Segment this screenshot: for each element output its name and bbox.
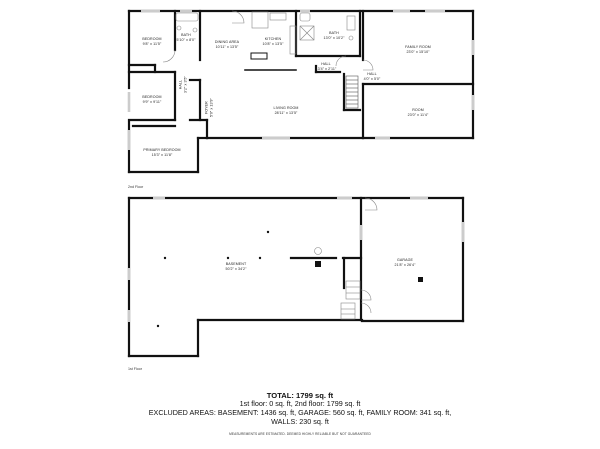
room-label-bedroom-1: Bedroom 9'8" x 11'5" xyxy=(142,37,161,46)
room-dims: 9'9" x 9'11" xyxy=(142,99,162,104)
room-dims: 28'11" x 13'5" xyxy=(274,110,298,115)
room-dims: 23'0" x 11'4" xyxy=(407,112,429,117)
room-label-hall-1: Hall 13'4" x 2'11" xyxy=(316,62,337,71)
room-name: Room xyxy=(412,108,424,112)
room-label-kitchen: Kitchen 10'8" x 13'5" xyxy=(262,37,283,46)
room-name: Hall xyxy=(321,62,331,66)
room-label-foyer: Foyer 5'0" x 13'9" xyxy=(204,98,213,117)
room-dims: 13'0" x 10'2" xyxy=(323,35,345,40)
area-summary: TOTAL: 1799 sq. ft 1st floor: 0 sq. ft, … xyxy=(0,391,600,436)
room-dims: 50'2" x 34'2" xyxy=(225,266,247,271)
disclaimer: MEASUREMENTS ARE ESTIMATED. DEEMED HIGHL… xyxy=(229,432,371,437)
room-dims: 21'8" x 26'4" xyxy=(394,262,416,267)
excluded-areas: EXCLUDED AREAS: BASEMENT: 1436 sq. ft, G… xyxy=(148,407,452,417)
room-label-garage: Garage 21'8" x 26'4" xyxy=(394,258,415,267)
room-name: Bedroom xyxy=(142,37,162,41)
room-name: Garage xyxy=(397,258,413,262)
room-label-hall-3: Hall 3'2" x 3'5" xyxy=(178,76,187,93)
room-dims: 10'11" x 13'5" xyxy=(215,44,239,49)
room-name: Primary Bedroom xyxy=(143,148,181,152)
first-floor-columns xyxy=(156,230,423,328)
room-name: Bath xyxy=(181,33,191,37)
room-name: Dining Area xyxy=(214,40,240,44)
room-name: Basement xyxy=(225,262,247,266)
room-label-dining-area: Dining Area 10'11" x 13'5" xyxy=(215,40,239,49)
floor-areas: 1st floor: 0 sq. ft, 2nd floor: 1799 sq.… xyxy=(239,399,361,408)
room-dims: 23'0" x 15'10" xyxy=(406,49,430,54)
room-label-family-room: Family Room 23'0" x 15'10" xyxy=(405,45,431,54)
floor-label-2nd: 2nd Floor xyxy=(128,185,144,189)
room-name: Kitchen xyxy=(264,37,282,41)
total-area: TOTAL: 1799 sq. ft xyxy=(266,391,334,400)
room-label-basement: Basement 50'2" x 34'2" xyxy=(225,262,246,271)
room-label-bath-2: Bath 13'0" x 10'2" xyxy=(323,31,344,40)
room-dims: 15'3" x 11'8" xyxy=(151,152,173,157)
second-floor-fixtures xyxy=(162,10,374,109)
room-label-primary-bedroom: Primary Bedroom 15'3" x 11'8" xyxy=(143,148,180,157)
room-dims: 13'4" x 2'11" xyxy=(315,66,337,71)
room-dims: 4'0" x 5'0" xyxy=(363,76,381,81)
first-floor-fixtures xyxy=(314,197,378,320)
room-name: Living Room xyxy=(273,106,299,110)
first-floor-walls xyxy=(127,196,465,358)
room-name: Hall xyxy=(367,72,377,76)
room-name: Bedroom xyxy=(142,95,162,99)
room-name: Bath xyxy=(329,31,339,35)
room-label-bedroom-2: Bedroom 9'9" x 9'11" xyxy=(142,95,161,104)
room-name: Family Room xyxy=(405,45,431,49)
floor-label-1st: 1st Floor xyxy=(128,367,142,371)
room-label-hall-2: Hall 4'0" x 5'0" xyxy=(364,72,381,81)
walls-area: WALLS: 230 sq. ft xyxy=(271,416,329,426)
room-dims: 9'8" x 11'5" xyxy=(142,41,162,46)
room-dims: 10'8" x 13'5" xyxy=(262,41,284,46)
room-dims: 5'0" x 13'9" xyxy=(209,98,213,118)
second-floor-windows xyxy=(127,9,475,150)
room-label-living-room: Living Room 28'11" x 13'5" xyxy=(273,106,298,115)
room-label-bath-1: Bath 5'10" x 8'0" xyxy=(177,33,196,42)
room-dims: 5'10" x 8'0" xyxy=(176,37,196,42)
first-floor-windows xyxy=(127,196,465,322)
room-label-room: Room 23'0" x 11'4" xyxy=(408,108,429,117)
room-dims: 3'2" x 3'5" xyxy=(183,76,187,93)
